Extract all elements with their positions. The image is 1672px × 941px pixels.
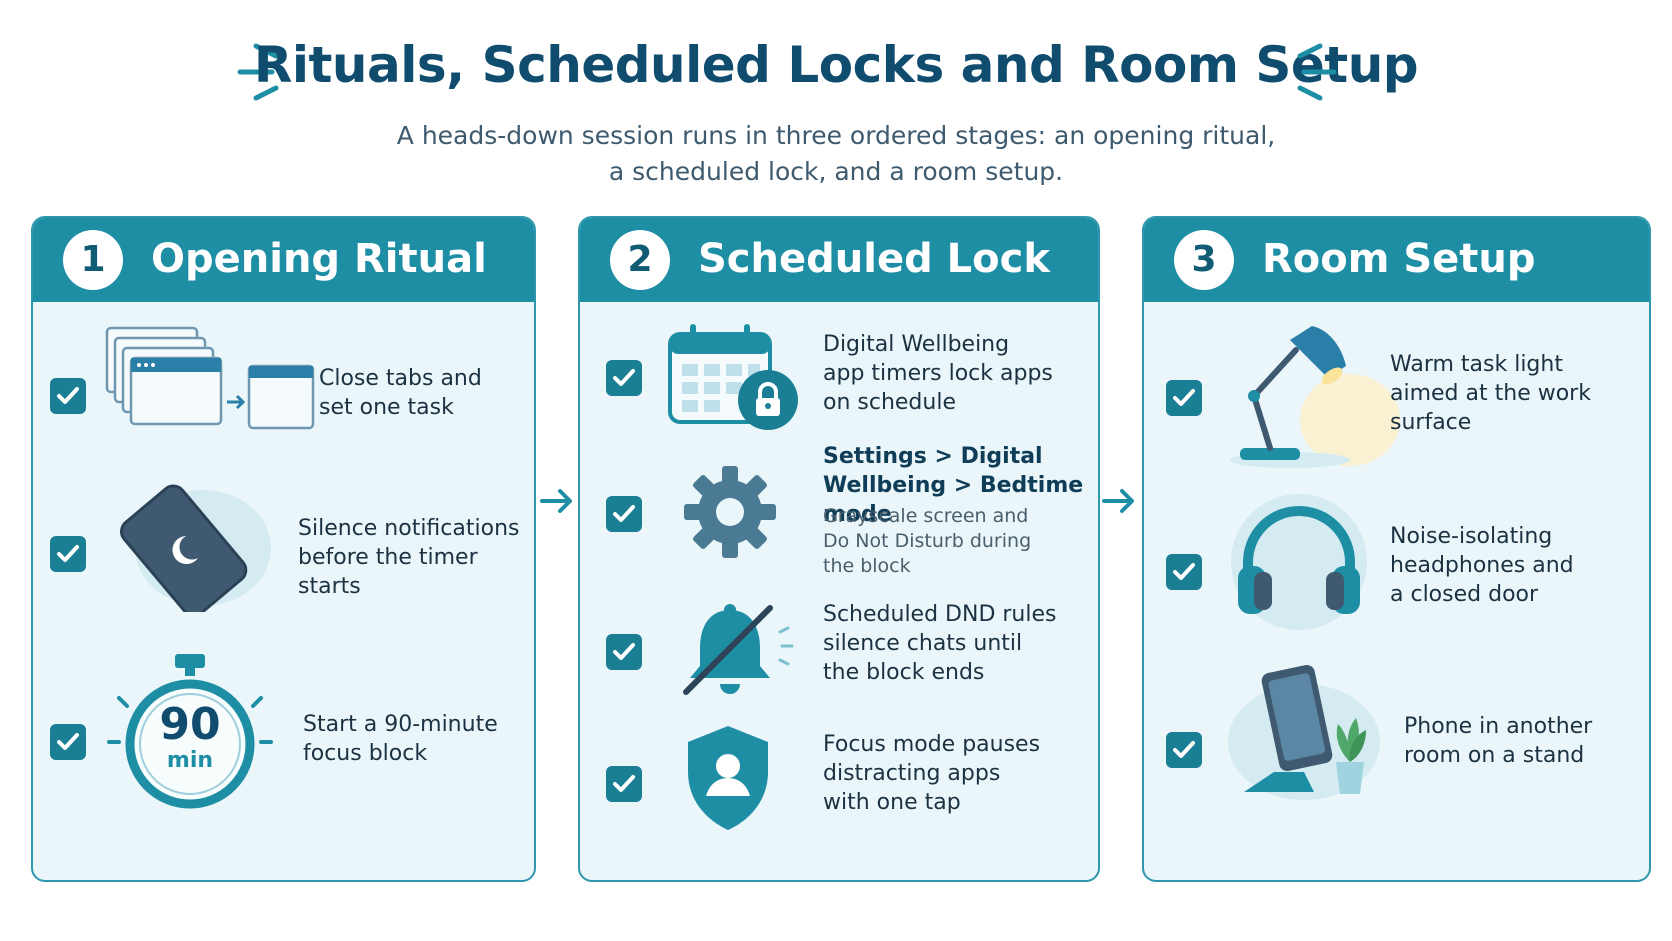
list-item: Silence notifications before the timer s… <box>33 482 534 642</box>
checkbox-icon <box>606 496 642 532</box>
arrow-right-icon <box>1102 489 1134 513</box>
checkbox-icon <box>50 378 86 414</box>
item-text: Scheduled DND rules silence chats until … <box>823 602 1057 685</box>
item-text: Close tabs and set one task <box>319 366 482 420</box>
page-title: Rituals, Scheduled Locks and Room Setup <box>253 36 1419 94</box>
stage-number-badge: 3 <box>1174 230 1234 290</box>
item-text: Noise-isolating headphones and a closed … <box>1390 524 1574 607</box>
gear-icon <box>684 466 776 558</box>
right-burst-icon <box>1297 43 1337 101</box>
list-item: Focus mode pauses distracting apps with … <box>580 712 1098 862</box>
stage-panel-scheduled-lock: 2 Scheduled Lock Digital Wellbeing app t… <box>578 216 1100 882</box>
stage-panel-opening-ritual: 1 Opening Ritual Close tabs and set one … <box>31 216 536 882</box>
left-burst-icon <box>237 43 279 101</box>
panel-title: Room Setup <box>1262 236 1536 282</box>
item-text: Phone in another room on a stand <box>1404 714 1593 768</box>
timer-number: 90 <box>159 699 221 750</box>
subtitle: A heads-down session runs in three order… <box>396 121 1276 186</box>
panel-title: Opening Ritual <box>151 236 487 282</box>
list-item: Scheduled DND rules silence chats until … <box>580 582 1098 712</box>
stage-panel-room-setup: 3 Room Setup Warm task light aimed at th… <box>1142 216 1651 882</box>
silenced-phone-icon <box>120 484 271 612</box>
list-item: Digital Wellbeing app timers lock apps o… <box>580 302 1098 442</box>
shield-user-icon <box>688 726 768 830</box>
item-text: Start a 90-minute focus block <box>303 712 498 766</box>
panel-header: 2 Scheduled Lock <box>580 218 1098 302</box>
checkbox-icon <box>606 766 642 802</box>
panel-title: Scheduled Lock <box>698 236 1050 282</box>
item-text: Digital Wellbeing app timers lock apps o… <box>823 332 1053 415</box>
browser-tabs-icon <box>105 326 315 430</box>
checkbox-icon <box>50 536 86 572</box>
checkbox-icon <box>606 634 642 670</box>
item-text: Grayscale screen and Do Not Disturb duri… <box>823 505 1032 577</box>
list-item: Phone in another room on a stand <box>1144 662 1649 862</box>
list-item: Settings > Digital Wellbeing > Bedtime m… <box>580 442 1098 582</box>
item-text: Silence notifications before the timer s… <box>298 516 520 599</box>
desk-lamp-icon <box>1230 326 1400 468</box>
calendar-lock-icon <box>668 324 798 430</box>
list-item: Noise-isolating headphones and a closed … <box>1144 482 1649 662</box>
item-text: Warm task light aimed at the work surfac… <box>1390 352 1591 435</box>
panel-header: 3 Room Setup <box>1144 218 1649 302</box>
stopwatch-icon: 90 min <box>105 650 275 822</box>
checkbox-icon <box>606 360 642 396</box>
arrow-right-icon <box>540 489 572 513</box>
stage-number-badge: 2 <box>610 230 670 290</box>
list-item: Warm task light aimed at the work surfac… <box>1144 302 1649 482</box>
stage-number-badge: 1 <box>63 230 123 290</box>
phone-stand-plant-icon <box>1228 664 1380 800</box>
panel-header: 1 Opening Ritual <box>33 218 534 302</box>
settings-path-text: Settings > Digital Wellbeing > Bedtime m… <box>823 444 1084 527</box>
list-item: 90 min Start a 90-minute focus block <box>33 642 534 842</box>
item-text: Focus mode pauses distracting apps with … <box>823 732 1041 815</box>
checkbox-icon <box>50 724 86 760</box>
checkbox-icon <box>1166 554 1202 590</box>
headphones-icon <box>1231 494 1367 630</box>
checkbox-icon <box>1166 732 1202 768</box>
checkbox-icon <box>1166 380 1202 416</box>
timer-unit: min <box>166 748 214 773</box>
bell-off-icon <box>683 604 794 695</box>
list-item: Close tabs and set one task <box>33 302 534 482</box>
